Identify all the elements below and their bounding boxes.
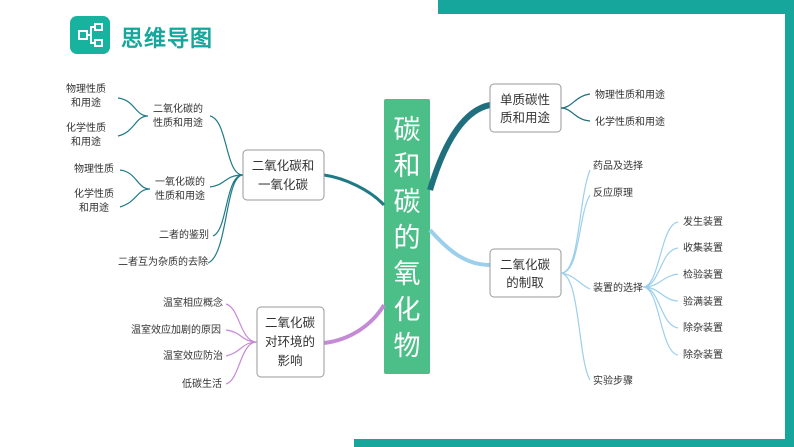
branch-preparation (428, 228, 491, 267)
center-topic-box (384, 99, 430, 374)
leaf-label: 反应原理 (593, 186, 633, 199)
sub-node-label: 二者的鉴别 (159, 228, 209, 241)
sub-node-label: 性质和用途 (155, 189, 205, 202)
leaf-label: 物理性质 (74, 162, 114, 175)
center-char: 的 (394, 223, 421, 254)
leaf-label: 除杂装置 (683, 321, 723, 334)
center-char: 碳 (394, 115, 421, 146)
connector (119, 169, 151, 208)
node-preparation-label: 二氧化碳 (500, 257, 551, 272)
leaf-label: 和用途 (71, 135, 101, 148)
sub-node-label: 二者互为杂质的去除 (118, 255, 208, 268)
frame-right-bar (785, 0, 794, 447)
connector (560, 169, 591, 381)
center-char: 和 (394, 151, 421, 182)
sub-node-label: 性质和用途 (153, 116, 203, 129)
leaf-label: 药品及选择 (593, 159, 643, 172)
connector (642, 221, 679, 356)
branch-co2-co (323, 173, 386, 207)
connector (225, 303, 258, 385)
leaf-label: 温室效应防治 (163, 349, 223, 362)
sub-node-label: 一氧化碳的 (155, 175, 205, 188)
leaf-label: 温室相应概念 (163, 296, 223, 309)
mind-map-icon (70, 16, 110, 54)
center-char: 物 (394, 331, 421, 362)
leaf-label: 化学性质 (66, 121, 106, 134)
connector (207, 115, 244, 264)
leaf-label: 发生装置 (683, 215, 723, 228)
leaf-label: 装置的选择 (593, 281, 643, 294)
leaf-label: 物理性质 (66, 82, 106, 95)
branch-environment (323, 303, 386, 345)
center-char: 化 (394, 295, 421, 326)
leaf-label: 温室效应加剧的原因 (131, 323, 221, 336)
node-environment-label: 二氧化碳 (265, 315, 316, 330)
frame-top-bar (438, 0, 794, 14)
leaf-label: 低碳生活 (182, 377, 222, 390)
connector (560, 93, 591, 122)
leaf-label: 化学性质和用途 (595, 115, 665, 128)
leaf-label: 化学性质 (74, 187, 114, 200)
frame-bottom-bar (354, 439, 794, 447)
node-carbon-label: 单质碳性 (500, 92, 550, 107)
connector (117, 97, 149, 137)
node-carbon-label: 质和用途 (500, 110, 551, 125)
leaf-label: 实验步骤 (593, 374, 633, 387)
center-char: 氧 (394, 259, 421, 290)
node-environment-label: 影响 (277, 353, 302, 368)
center-char: 碳 (394, 187, 421, 218)
node-co2-co-label: 一氧化碳 (258, 177, 309, 192)
leaf-label: 和用途 (71, 96, 101, 109)
leaf-label: 验满装置 (683, 295, 723, 308)
branch-carbon (427, 102, 491, 191)
leaf-label: 物理性质和用途 (595, 88, 665, 101)
leaf-label: 除杂装置 (683, 348, 723, 361)
node-environment-label: 对环境的 (265, 334, 315, 349)
page-title: 思维导图 (121, 27, 214, 52)
leaf-label: 收集装置 (683, 241, 723, 254)
leaf-label: 检验装置 (683, 268, 723, 281)
node-preparation-label: 的制取 (506, 275, 544, 290)
leaf-label: 和用途 (79, 201, 109, 214)
node-co2-co-label: 二氧化碳和 (252, 158, 315, 173)
sub-node-label: 二氧化碳的 (153, 102, 203, 115)
